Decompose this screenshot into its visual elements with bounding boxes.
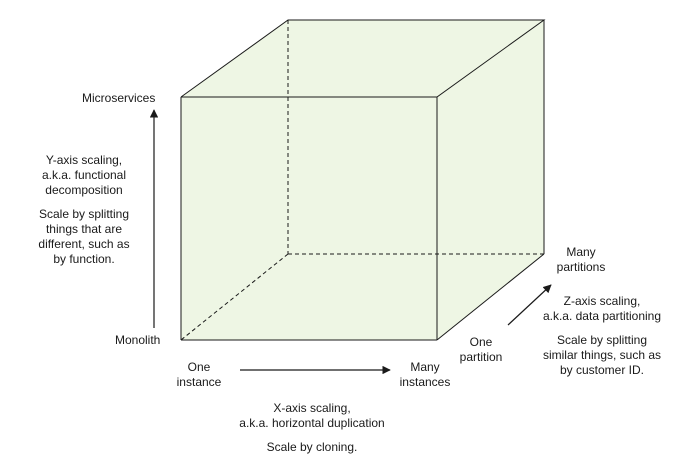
z-axis-desc-line: by customer ID.	[559, 363, 645, 377]
y-axis-top-label: Microservices	[82, 91, 156, 105]
z-axis-far-label-line: Many	[566, 245, 596, 259]
z-axis-desc-line: similar things, such as	[542, 348, 662, 362]
cube-front-face	[181, 97, 437, 340]
x-axis-description: X-axis scaling, a.k.a. horizontal duplic…	[212, 401, 412, 455]
y-axis-title-line: Y-axis scaling,	[45, 153, 123, 167]
y-axis-title-line: a.k.a. functional	[41, 168, 127, 182]
x-axis-right-label-line: Many	[410, 360, 440, 374]
x-axis-right-label-line: instances	[399, 375, 451, 389]
y-axis-desc-line: things that are	[45, 222, 123, 236]
z-axis-title-line: a.k.a. data partitioning	[542, 309, 662, 323]
y-axis-title-line: decomposition	[45, 183, 123, 197]
y-axis-desc-line: different, such as	[38, 237, 130, 251]
cube-hidden-edges	[180, 20, 544, 341]
y-axis-bottom-label: Monolith	[115, 333, 161, 347]
y-axis-desc-line: Scale by splitting	[38, 207, 130, 221]
y-axis-description: Y-axis scaling, a.k.a. functional decomp…	[16, 153, 152, 267]
z-axis-title-line: Z-axis scaling,	[563, 294, 641, 308]
y-axis-desc-line: by function.	[53, 252, 115, 266]
z-axis-far-label: Many partitions	[548, 245, 614, 275]
z-axis-desc-line: Scale by splitting	[556, 333, 648, 347]
x-axis-right-label: Many instances	[392, 360, 458, 390]
x-axis-desc-line: Scale by cloning.	[266, 440, 358, 454]
z-axis-near-label-line: partition	[459, 350, 503, 364]
x-axis-left-label-line: instance	[176, 375, 222, 389]
x-axis-left-label-line: One	[187, 360, 211, 374]
z-axis-near-label: One partition	[448, 335, 514, 365]
z-axis-near-label-line: One	[469, 335, 493, 349]
cube-right-face	[437, 20, 544, 340]
z-axis-description: Z-axis scaling, a.k.a. data partitioning…	[527, 294, 677, 378]
cube-top-face	[181, 20, 544, 97]
z-axis-far-label-line: partitions	[556, 260, 606, 274]
x-axis-title-line: X-axis scaling,	[273, 401, 351, 415]
cube-visible-edges	[180, 19, 546, 341]
z-axis-arrow	[507, 284, 552, 326]
x-axis-left-label: One instance	[164, 360, 234, 390]
x-axis-title-line: a.k.a. horizontal duplication	[239, 416, 385, 430]
